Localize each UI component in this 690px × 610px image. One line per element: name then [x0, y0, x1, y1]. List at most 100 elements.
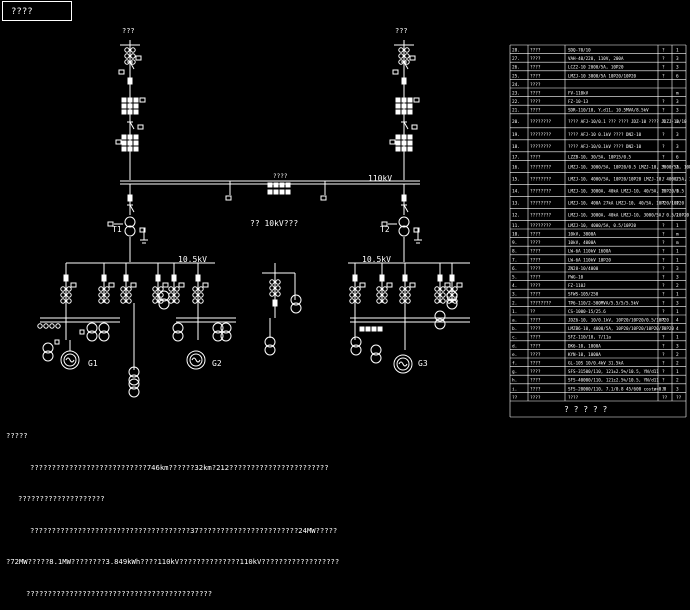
ct-coil — [152, 292, 158, 298]
table-cell-unit: ? — [662, 223, 665, 229]
ct-block — [407, 109, 413, 115]
ct-coil — [130, 47, 136, 53]
table-cell-name: ???? — [530, 108, 541, 114]
device-tag — [320, 195, 327, 201]
winding — [434, 310, 446, 322]
table-cell-no: e. — [512, 353, 517, 358]
ct-coil — [434, 298, 440, 304]
ct-coil — [60, 286, 66, 292]
generator-inner — [396, 357, 410, 371]
table-cell-unit: ?? — [662, 395, 668, 401]
label-t2: T2 — [380, 225, 390, 234]
table-cell-spec: DK6-10, 1000A — [568, 343, 601, 348]
table-cell-qty: 1 — [676, 201, 679, 207]
table-cell-name: ???????? — [530, 165, 552, 171]
ct-block — [407, 103, 413, 109]
ct-block — [395, 140, 401, 146]
notes-line-1: ???????????????????????????746km??????32… — [30, 462, 329, 472]
device-tag — [70, 282, 77, 288]
table-cell-unit: ? — [662, 132, 665, 138]
table-cell-qty: 1 — [676, 369, 679, 375]
table-cell-name: ???? — [530, 240, 541, 246]
tie-ct — [285, 182, 291, 188]
table-cell-name: ???????? — [530, 201, 552, 207]
table-cell-spec: LMZJ-10, 3000/5A, 10P20/0.5 LMZJ-10, 300… — [568, 165, 690, 170]
table-cell-no: 28. — [512, 48, 520, 54]
table-cell-name: ???? — [530, 395, 541, 401]
table-cell-spec: LMZJ-10, 4000/5A, 10P20/10P20 LMZJ-10, 4… — [568, 177, 690, 182]
ct-coil — [192, 286, 198, 292]
ct-coil — [440, 292, 446, 298]
transformer-hv — [398, 216, 410, 228]
table-cell-qty: 1 — [676, 335, 679, 341]
ct-coil — [60, 298, 66, 304]
ct-coil — [66, 292, 72, 298]
ct-coil — [434, 286, 440, 292]
label-g1: G1 — [88, 359, 98, 368]
device-tag — [456, 282, 463, 288]
table-cell-name: ???? — [530, 283, 541, 289]
disconnector-blade — [403, 204, 409, 213]
table-cell-no: 11. — [512, 223, 520, 229]
drawing-title-box: ???? — [2, 1, 72, 21]
table-cell-spec: SFZ-110/10, 7/11a — [568, 335, 611, 340]
tie-ct — [273, 182, 279, 188]
winding — [128, 374, 140, 386]
ct-block — [133, 109, 139, 115]
table-cell-qty: m — [676, 233, 679, 238]
table-cell-unit: ? — [662, 73, 665, 79]
table-cell-name: ???? — [530, 232, 541, 238]
ct-coil — [355, 292, 361, 298]
table-cell-spec: JDZ6-10, 10/0.1kV, 10P20/10P20/0.5/10P20 — [568, 318, 669, 323]
winding — [290, 294, 302, 306]
ct-block — [359, 326, 365, 332]
winding — [446, 290, 458, 302]
table-cell-name: ???? — [530, 154, 541, 160]
ct-coil — [382, 286, 388, 292]
winding — [158, 298, 170, 310]
table-cell-spec: SFS-31500/110, 121±2.5%/10.5, YN/d11 — [568, 369, 659, 374]
disconnector-blade — [129, 204, 135, 213]
winding — [434, 318, 446, 330]
ct-block — [407, 134, 413, 140]
table-cell-unit: ? — [662, 99, 665, 105]
ct-block — [407, 146, 413, 152]
table-cell-qty: 3 — [676, 99, 679, 105]
table-cell-spec: FWG-10 — [568, 275, 584, 280]
label-tie: ???? — [273, 173, 288, 180]
table-cell-no: f. — [512, 361, 517, 367]
ct-coil — [355, 298, 361, 304]
table-cell-name: ???? — [530, 361, 541, 367]
ct-block — [121, 134, 127, 140]
winding — [86, 322, 98, 334]
table-cell-no: 3. — [512, 292, 517, 298]
table-cell-unit: ? — [662, 65, 665, 71]
ct-coil — [104, 298, 110, 304]
table-cell-unit: ? — [662, 361, 665, 367]
device-tag — [225, 195, 232, 201]
winding — [220, 322, 232, 334]
ct-coil — [404, 53, 410, 59]
ct-coil — [398, 47, 404, 53]
table-cell-no: 15. — [512, 177, 520, 183]
ct-coil — [382, 298, 388, 304]
table-cell-unit: ? — [662, 309, 665, 315]
winding — [212, 322, 224, 334]
table-cell-no: 27. — [512, 56, 520, 62]
tie-ct — [267, 189, 273, 195]
table-cell-name: ???? — [530, 65, 541, 71]
breaker-symbol — [352, 274, 358, 282]
table-cell-no: 21. — [512, 108, 520, 114]
table-cell-no: 9. — [512, 240, 517, 246]
table-cell-no: ?? — [512, 395, 518, 401]
table-cell-spec: LZZB-10, 30/5A, 10P15/0.5 — [568, 154, 632, 159]
ct-block — [377, 326, 383, 332]
ct-coil — [275, 279, 281, 285]
table-cell-name: ???? — [530, 369, 541, 375]
breaker-symbol — [155, 274, 161, 282]
table-cell-unit: ? — [662, 386, 665, 392]
ct-block — [121, 103, 127, 109]
breaker-symbol — [379, 274, 385, 282]
table-cell-name: ???? — [530, 378, 541, 384]
ct-coil — [399, 292, 405, 298]
